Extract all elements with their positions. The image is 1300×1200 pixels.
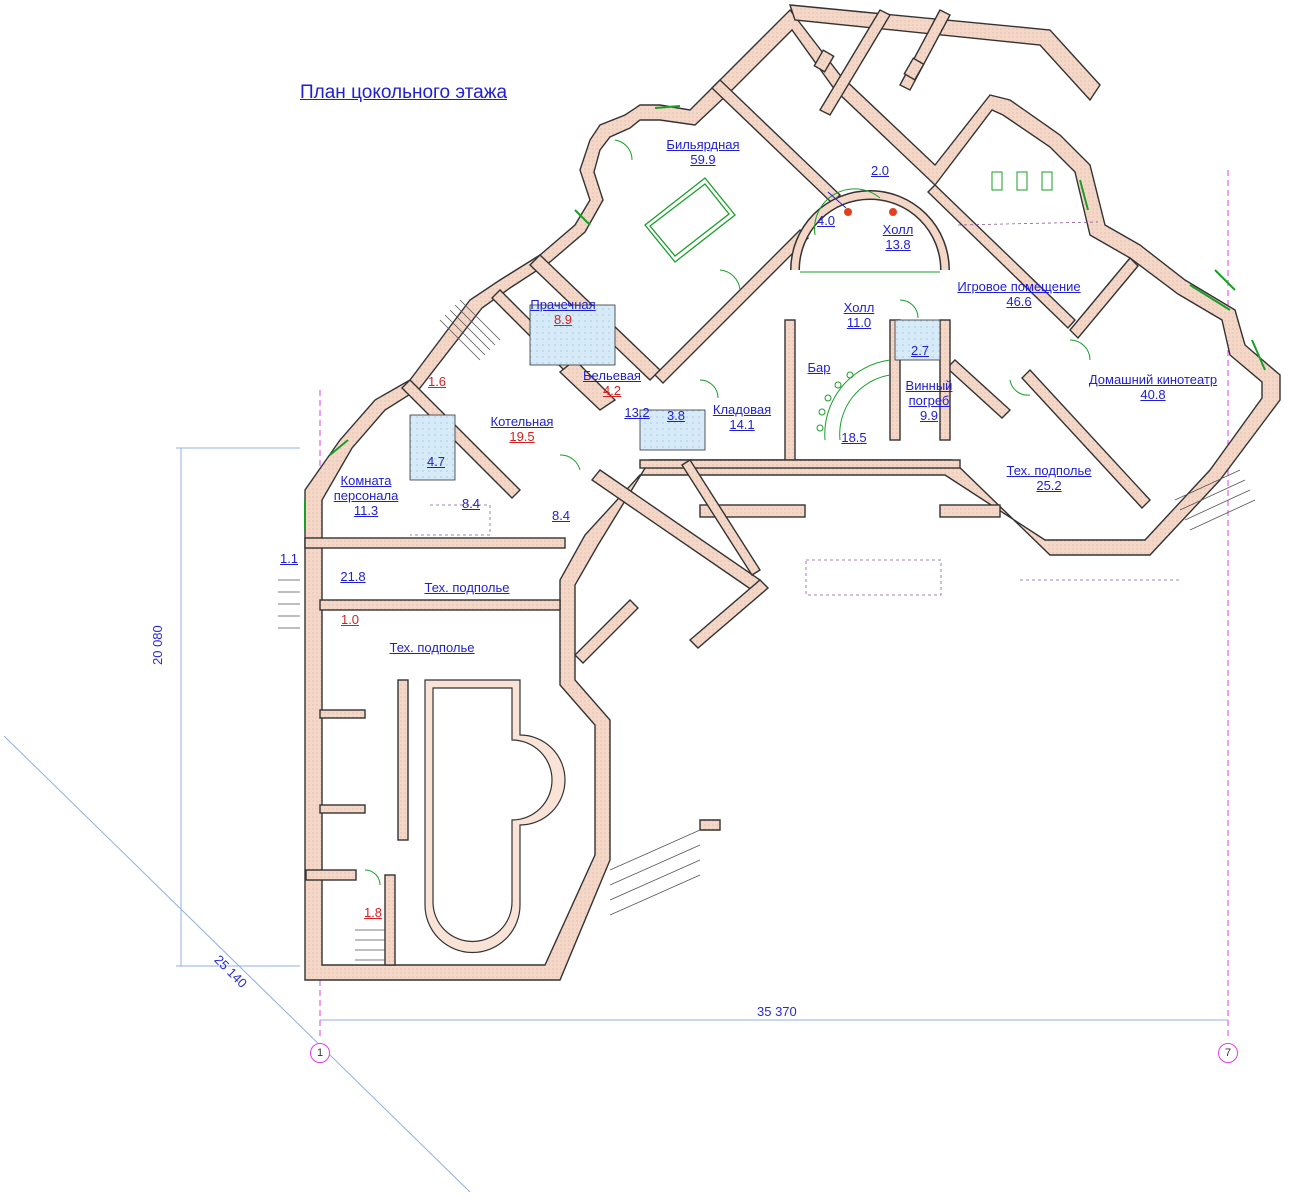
room-area: 1.6 (427, 374, 447, 389)
pool (424, 679, 566, 954)
room-name-line: персонала (333, 488, 399, 503)
room-label-corridor-218: 21.8 (340, 569, 365, 584)
room-label-tech-underfloor-mid: Тех. подполье (424, 580, 509, 595)
room-name: Домашний кинотеатр (1088, 372, 1218, 387)
room-area: 4.2 (602, 383, 622, 398)
room-label-wc-10: 1.0 (341, 612, 359, 627)
room-label-stair-spiral: 4.0 (817, 213, 835, 228)
room-label-wc-38: 3.8 (667, 408, 685, 423)
room-area: 21.8 (340, 569, 366, 584)
room-area: 3.8 (666, 408, 686, 423)
game-machines-icon (991, 171, 1053, 191)
dimension-lines (3, 447, 1228, 1193)
room-label-stair-top: 2.0 (871, 163, 889, 178)
plan-title: План цокольного этажа (300, 82, 508, 103)
room-name: Игровое помещение (957, 279, 1081, 294)
room-area: 14.1 (729, 417, 755, 432)
room-label-tech-underfloor-pool: Тех. подполье (389, 640, 474, 655)
room-area: 8.9 (553, 312, 573, 327)
axis-marker-7: 7 (1218, 1043, 1238, 1063)
room-area: 13.2 (624, 405, 650, 420)
room-name: Прачечная (530, 297, 596, 312)
room-area: 13.8 (885, 237, 911, 252)
dim-width: 35 370 (757, 1004, 797, 1019)
room-area: 1.1 (279, 551, 299, 566)
doors (364, 139, 1091, 886)
room-area: 11.3 (353, 503, 379, 518)
room-area: 40.8 (1140, 387, 1166, 402)
room-area: 2.7 (910, 343, 930, 358)
room-area: 18.5 (841, 430, 867, 445)
room-label-stair-left: 1.6 (428, 374, 446, 389)
room-label-bar-area: 18.5 (841, 430, 866, 445)
room-name: Тех. подполье (424, 580, 510, 595)
room-name: Котельная (490, 414, 554, 429)
room-label-wc-small: 2.7 (911, 343, 929, 358)
room-area: 1.8 (363, 905, 383, 920)
dashed-overlays (410, 221, 1180, 596)
room-name: Тех. подполье (389, 640, 475, 655)
room-label-corridor-84b: 8.4 (552, 508, 570, 523)
room-label-stair-11: 1.1 (280, 551, 298, 566)
spiral-stair (790, 188, 950, 273)
room-name: Бельевая (583, 368, 641, 383)
windows (304, 105, 1266, 530)
room-area: 25.2 (1036, 478, 1062, 493)
room-area: 1.0 (340, 612, 360, 627)
room-name-line: Винный (905, 378, 953, 393)
room-name: Бар (807, 360, 831, 375)
axis-marker-1: 1 (310, 1043, 330, 1063)
room-name-line: Комната (340, 473, 392, 488)
room-label-stair-18: 1.8 (364, 905, 382, 920)
room-area: 9.9 (919, 408, 939, 423)
room-area: 11.0 (846, 315, 872, 330)
room-name: Кладовая (712, 402, 772, 417)
room-area: 8.4 (461, 496, 481, 511)
room-area: 19.5 (509, 429, 535, 444)
room-area: 46.6 (1006, 294, 1032, 309)
room-name: Бильярдная (666, 137, 740, 152)
dim-height: 20 080 (150, 625, 165, 665)
room-name: Холл (843, 300, 875, 315)
stairs (278, 299, 1256, 961)
room-label-corridor-132: 13.2 (624, 405, 649, 420)
room-label-wc-47: 4.7 (427, 454, 445, 469)
room-area: 8.4 (551, 508, 571, 523)
room-name: Тех. подполье (1006, 463, 1092, 478)
walls (304, 8, 1281, 981)
room-area: 4.0 (816, 213, 836, 228)
room-name-line: погреб (908, 393, 950, 408)
room-name: Холл (882, 222, 914, 237)
room-area: 59.9 (690, 152, 716, 167)
billiard-table-icon (644, 177, 736, 263)
room-label-corridor-84a: 8.4 (462, 496, 480, 511)
upper-terrace (788, 4, 1101, 116)
room-label-bar: Бар (808, 360, 831, 375)
room-area: 2.0 (870, 163, 890, 178)
room-area: 4.7 (426, 454, 446, 469)
tiled-rooms (409, 304, 941, 481)
bar-counter (816, 359, 891, 441)
